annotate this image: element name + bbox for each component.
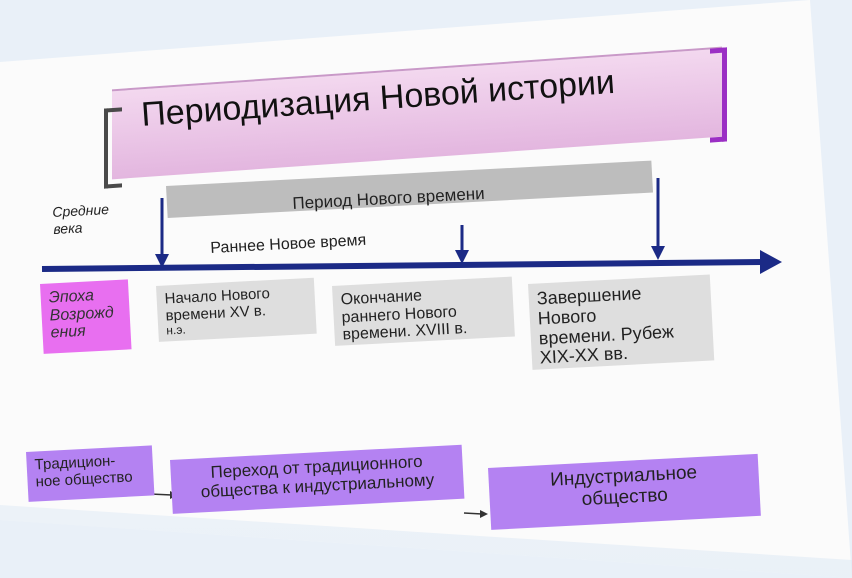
arrow-end-head bbox=[651, 246, 665, 260]
end-early-box: Окончание раннего Нового времени. XVIII … bbox=[332, 276, 515, 346]
end-box: Завершение Нового времени. Рубеж XIX-XX … bbox=[528, 274, 715, 370]
timeline-axis bbox=[41, 259, 763, 272]
renaissance-box: Эпоха Возрожд ения bbox=[40, 279, 132, 354]
arrow-society-2 bbox=[463, 512, 483, 515]
middle-ages-label: Средние века bbox=[52, 201, 110, 237]
timeline-arrowhead bbox=[760, 250, 782, 274]
arrow-end-early-head bbox=[455, 250, 469, 264]
arrow-society-2-head bbox=[480, 510, 488, 518]
start-box: Начало Нового времени XV в. н.э. bbox=[156, 277, 317, 342]
arrow-start-head bbox=[155, 254, 169, 268]
traditional-society-box: Традицион- ное общество bbox=[26, 445, 155, 502]
